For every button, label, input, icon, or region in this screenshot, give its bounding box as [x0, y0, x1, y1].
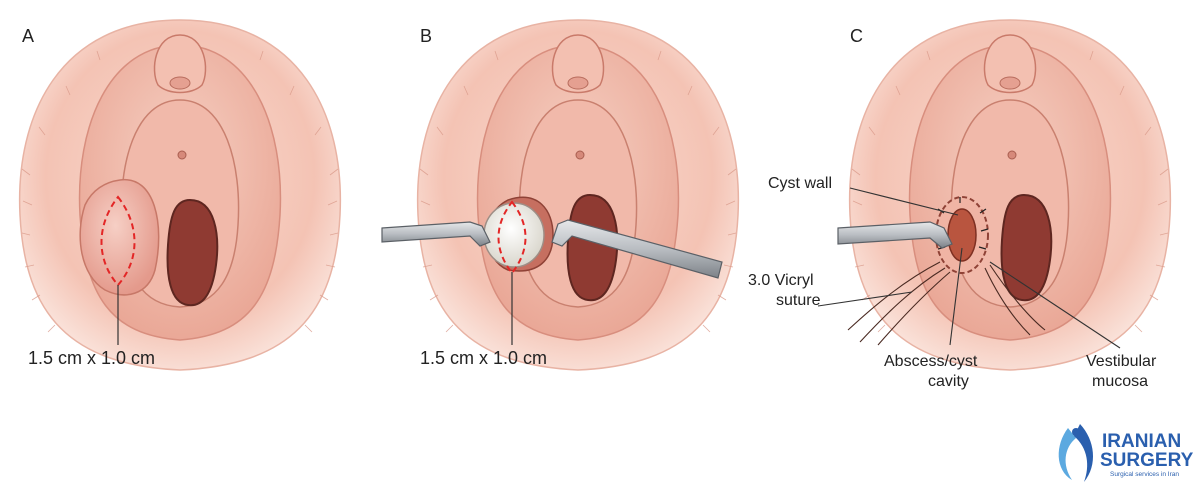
panel-b-anatomy: [416, 19, 740, 371]
label-suture-line2: suture: [776, 292, 821, 309]
incision-outline: [497, 200, 527, 275]
label-cyst-wall: Cyst wall: [768, 175, 832, 192]
leader-mucosa: [989, 261, 1121, 349]
panel-a-anatomy: [18, 19, 342, 371]
retractor-right: [551, 219, 723, 279]
abscess-cavity: [947, 208, 977, 262]
label-cavity-line1: Abscess/cyst: [884, 353, 978, 370]
leader-cyst-wall: [849, 187, 959, 216]
label-suture-line1: 3.0 Vicryl: [748, 272, 814, 289]
exposed-cyst: [483, 202, 545, 268]
logo-line2: SURGERY: [1100, 450, 1194, 471]
logo-line1: IRANIAN: [1102, 431, 1181, 452]
panel-c: C Cyst wall 3.0 Vicryl sutu: [748, 19, 1172, 390]
panel-a: A 1.5 cm x 1.0 cm: [18, 19, 342, 371]
panel-letter-a: A: [22, 26, 34, 46]
caption-a: 1.5 cm x 1.0 cm: [28, 348, 155, 368]
logo-figure-icon: [1058, 424, 1094, 482]
suture-threads: [847, 261, 1046, 346]
logo-tagline: Surgical services in Iran: [1110, 471, 1179, 478]
cyst-bulge: [79, 179, 160, 296]
panel-c-anatomy: [848, 19, 1172, 371]
label-cavity-line2: cavity: [928, 373, 969, 390]
brand-logo: IRANIAN SURGERY Surgical services in Ira…: [1058, 424, 1194, 482]
panel-letter-b: B: [420, 26, 432, 46]
retractor-left: [381, 221, 491, 247]
panel-b: B 1.5 cm x 1.0 cm: [381, 19, 740, 371]
caption-b: 1.5 cm x 1.0 cm: [420, 348, 547, 368]
leader-cavity: [949, 247, 963, 346]
leader-suture: [817, 291, 913, 307]
label-mucosa-line1: Vestibular: [1086, 353, 1157, 370]
label-mucosa-line2: mucosa: [1092, 373, 1148, 390]
panel-letter-c: C: [850, 26, 863, 46]
forceps: [837, 221, 953, 249]
